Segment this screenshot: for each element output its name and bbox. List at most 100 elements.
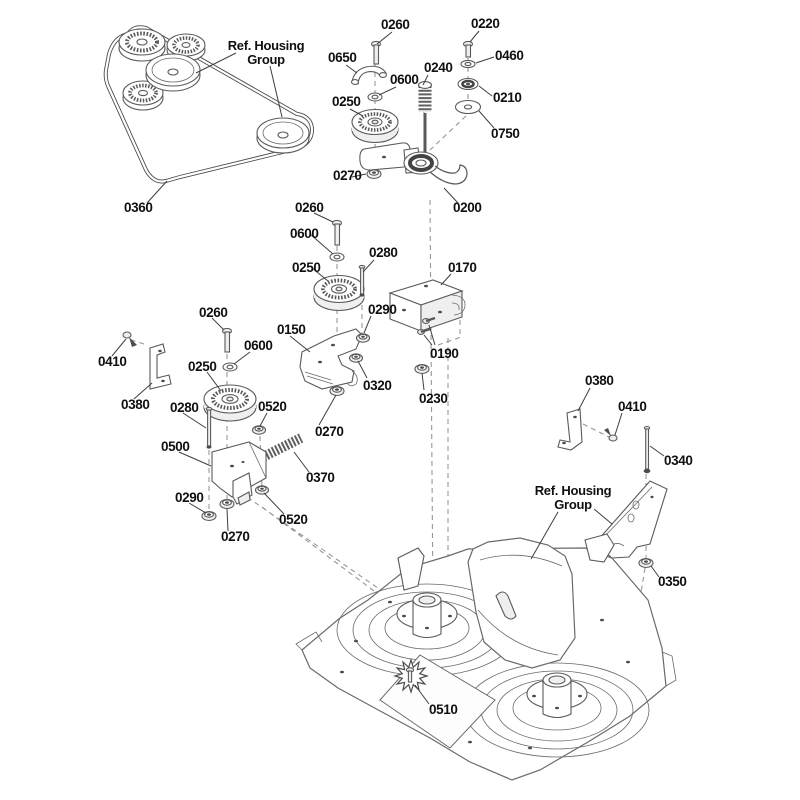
callout-0270: 0270 <box>315 424 343 439</box>
deck-right-wing <box>661 651 677 687</box>
flange-nut-icon <box>219 498 235 510</box>
flange-nut-icon <box>355 333 371 343</box>
ref-housing-line1: Ref. Housing <box>228 38 305 53</box>
callout-0190: 0190 <box>430 346 458 361</box>
idler-stack-top <box>350 40 468 185</box>
callout-0380: 0380 <box>585 373 613 388</box>
belt-cover-chute <box>467 537 576 669</box>
callout-0280: 0280 <box>369 245 397 260</box>
flange-nut-icon <box>254 485 270 495</box>
screw-icon <box>122 331 137 347</box>
idler-assembly-left <box>122 327 443 643</box>
ref-housing-line2: Group <box>247 52 285 67</box>
spacer-bushing-icon <box>417 81 433 153</box>
deck-bracket <box>397 547 425 591</box>
callout-0600: 0600 <box>244 338 272 353</box>
washer-icon <box>367 92 383 102</box>
bearing-washer-icon <box>457 77 479 91</box>
screw-icon <box>405 667 415 683</box>
callout-0350: 0350 <box>658 574 686 589</box>
callout-0250: 0250 <box>188 359 216 374</box>
flat-washer-icon <box>454 99 482 115</box>
spring-anchor-bracket <box>211 441 267 506</box>
callout-0600: 0600 <box>390 72 418 87</box>
flange-nut-icon <box>348 353 364 363</box>
callout-0380: 0380 <box>121 397 149 412</box>
washer-icon <box>460 59 476 69</box>
callout-0360: 0360 <box>124 200 152 215</box>
callout-0370: 0370 <box>306 470 334 485</box>
callout-0460: 0460 <box>495 48 523 63</box>
flange-nut-icon <box>638 557 654 569</box>
flange-nut-icon <box>201 510 217 522</box>
callout-0200: 0200 <box>453 200 481 215</box>
flat-pulley-icon <box>256 117 310 154</box>
bolt-icon <box>370 40 382 65</box>
idler-pulley-icon <box>313 274 365 312</box>
callout-0340: 0340 <box>664 453 692 468</box>
callout-0520: 0520 <box>279 512 307 527</box>
callout-0270: 0270 <box>221 529 249 544</box>
screw-icon <box>422 316 436 324</box>
bracket-hole <box>573 415 577 419</box>
idler-bracket <box>299 328 363 390</box>
ref-housing-group-label-right: Ref. Housing Group <box>535 483 612 512</box>
callout-0410: 0410 <box>98 354 126 369</box>
callout-0320: 0320 <box>363 378 391 393</box>
hanger-bracket <box>557 408 583 451</box>
callout-0260: 0260 <box>199 305 227 320</box>
callout-labels: 0260 0650 0600 0240 0250 0270 0200 0220 … <box>98 16 693 717</box>
callout-0250: 0250 <box>292 260 320 275</box>
flange-nut-icon <box>366 168 382 180</box>
callout-0270: 0270 <box>333 168 361 183</box>
alignment-dashed <box>437 336 462 346</box>
callout-0280: 0280 <box>170 400 198 415</box>
callout-0230: 0230 <box>419 391 447 406</box>
callout-0260: 0260 <box>381 17 409 32</box>
screw-icon <box>604 428 618 442</box>
callout-0650: 0650 <box>328 50 356 65</box>
support-rod-icon <box>643 425 651 474</box>
spindle-cylinder <box>412 599 442 639</box>
flange-nut-icon <box>251 425 267 435</box>
clip-hole <box>350 79 360 85</box>
callout-0500: 0500 <box>161 439 189 454</box>
flange-nut-icon <box>414 363 430 375</box>
flange-nut-icon <box>329 385 345 397</box>
arm-hook <box>429 164 468 185</box>
callout-0170: 0170 <box>448 260 476 275</box>
belt-assembly-0360 <box>103 25 315 184</box>
deck-left-wing <box>295 631 323 651</box>
callout-0520: 0520 <box>258 399 286 414</box>
ref-housing-line1: Ref. Housing <box>535 483 612 498</box>
belt-inner-gap <box>104 26 314 183</box>
deck-rail-bracket <box>597 480 668 559</box>
right-blade-dome <box>464 662 650 758</box>
hardware-stack-top-right <box>429 40 482 151</box>
callout-0510: 0510 <box>429 702 457 717</box>
chute-slot <box>495 591 517 620</box>
bolt-icon <box>331 219 343 246</box>
shoulder-pin-icon <box>358 264 366 297</box>
bracket-hole <box>562 441 566 445</box>
deck-bracket <box>584 533 615 563</box>
leader-lines <box>111 30 665 705</box>
deck-housing-group <box>295 533 677 781</box>
washer-icon <box>329 252 345 262</box>
callout-0210: 0210 <box>493 90 521 105</box>
callout-0290: 0290 <box>175 490 203 505</box>
bolt-icon <box>462 40 474 58</box>
callout-0220: 0220 <box>471 16 499 31</box>
clip-hole <box>378 72 388 78</box>
washer-icon <box>222 362 238 372</box>
callout-0250: 0250 <box>332 94 360 109</box>
bolt-icon <box>221 327 233 353</box>
shoulder-pin-icon <box>205 406 213 449</box>
spindle-cylinder <box>542 679 572 719</box>
bracket-hole <box>158 349 162 353</box>
bracket-hole <box>161 379 165 383</box>
screw-icon <box>417 327 431 335</box>
callout-0290: 0290 <box>368 302 396 317</box>
